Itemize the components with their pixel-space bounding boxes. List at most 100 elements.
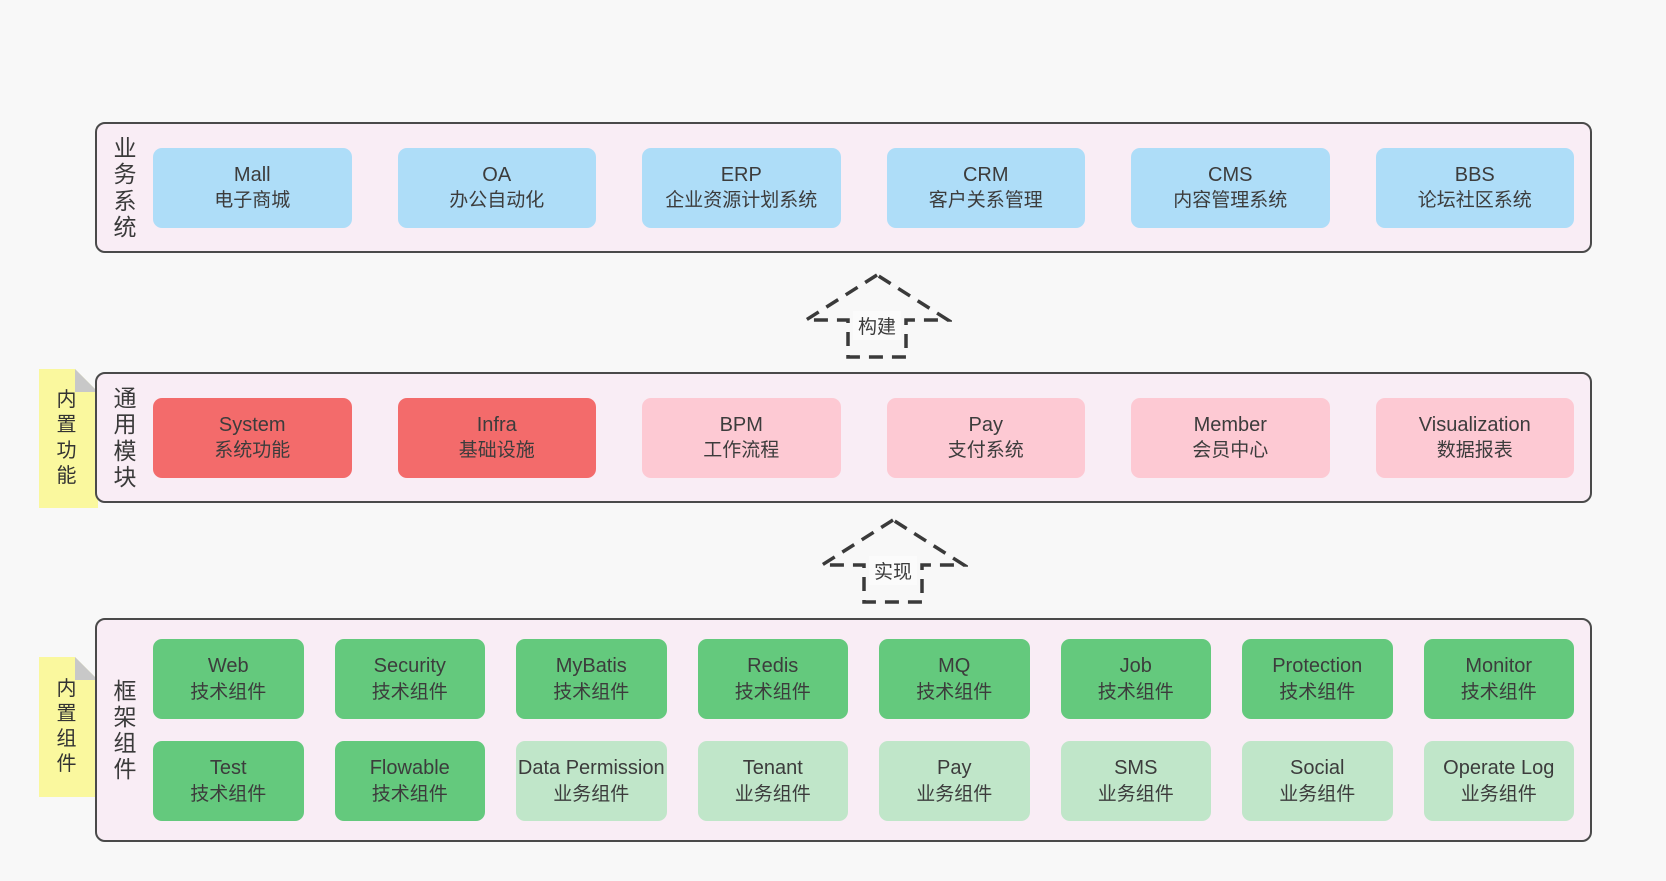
module-box: Job 技术组件: [1060, 639, 1211, 719]
module-desc: 工作流程: [703, 440, 780, 462]
module-box: MyBatis 技术组件: [516, 639, 667, 719]
panel-side-label: 业 务 系 统: [113, 135, 137, 240]
module-box: MQ 技术组件: [879, 639, 1030, 719]
module-box: Infra 基础设施: [397, 397, 596, 478]
module-desc: 技术组件: [734, 681, 811, 703]
panel-business-systems: 业 务 系 统 Mall 电子商城 OA 办公自动化 ERP 企业资源计划系统 …: [95, 122, 1592, 253]
module-desc: 技术组件: [1460, 681, 1537, 703]
module-name: OA: [482, 163, 512, 186]
module-name: Social: [1290, 757, 1345, 780]
module-name: MyBatis: [555, 655, 627, 678]
module-desc: 技术组件: [371, 681, 448, 703]
module-desc: 技术组件: [1097, 681, 1174, 703]
module-name: Tenant: [742, 757, 803, 780]
module-desc: 系统功能: [214, 440, 291, 462]
module-desc: 技术组件: [1279, 681, 1356, 703]
module-desc: 客户关系管理: [928, 190, 1043, 212]
module-name: ERP: [720, 163, 762, 186]
module-box: CRM 客户关系管理: [886, 147, 1085, 228]
sticky-fold-icon: [75, 657, 98, 680]
module-box: Member 会员中心: [1131, 397, 1330, 478]
sticky-tab-label: 内 置 组 件: [56, 677, 77, 776]
module-name: Job: [1119, 655, 1152, 678]
module-name: Mall: [233, 163, 271, 186]
module-name: Data Permission: [517, 757, 665, 780]
module-desc: 会员中心: [1192, 440, 1269, 462]
module-box: Security 技术组件: [334, 639, 485, 719]
sticky-fold-icon: [75, 369, 98, 392]
module-box: Redis 技术组件: [697, 639, 848, 719]
panel-rows: System 系统功能 Infra 基础设施 BPM 工作流程 Pay 支付系统…: [153, 374, 1574, 501]
arrow-label: 实现: [868, 556, 918, 585]
module-desc: 业务组件: [734, 783, 811, 805]
module-box: Pay 支付系统: [886, 397, 1085, 478]
module-box: CMS 内容管理系统: [1131, 147, 1330, 228]
module-desc: 内容管理系统: [1173, 190, 1288, 212]
module-desc: 支付系统: [947, 440, 1024, 462]
module-name: BPM: [719, 413, 763, 436]
module-box: Protection 技术组件: [1242, 639, 1393, 719]
module-box: Operate Log 业务组件: [1423, 741, 1574, 821]
module-box: Mall 电子商城: [153, 147, 352, 228]
module-box: Visualization 数据报表: [1375, 397, 1574, 478]
sticky-tab-builtin-features: 内 置 功 能: [39, 369, 98, 508]
module-box: Test 技术组件: [153, 741, 304, 821]
module-desc: 业务组件: [916, 783, 993, 805]
module-box: ERP 企业资源计划系统: [642, 147, 841, 228]
module-desc: 技术组件: [371, 783, 448, 805]
module-name: Member: [1193, 413, 1267, 436]
module-desc: 业务组件: [1279, 783, 1356, 805]
module-box: BBS 论坛社区系统: [1375, 147, 1574, 228]
box-row: Test 技术组件 Flowable 技术组件 Data Permission …: [153, 741, 1574, 821]
sticky-tab-builtin-components: 内 置 组 件: [39, 657, 98, 797]
panel-side-label: 框 架 组 件: [113, 677, 137, 783]
module-box: Tenant 业务组件: [697, 741, 848, 821]
module-desc: 业务组件: [553, 783, 630, 805]
arrow-up-build: 构建: [802, 272, 952, 360]
panel-rows: Web 技术组件 Security 技术组件 MyBatis 技术组件 Redi…: [153, 620, 1574, 840]
module-desc: 业务组件: [1460, 783, 1537, 805]
module-desc: 技术组件: [916, 681, 993, 703]
module-box: Monitor 技术组件: [1423, 639, 1574, 719]
module-desc: 企业资源计划系统: [665, 190, 818, 212]
module-box: Pay 业务组件: [879, 741, 1030, 821]
module-desc: 办公自动化: [449, 190, 545, 212]
module-desc: 数据报表: [1436, 440, 1513, 462]
module-name: CRM: [962, 163, 1009, 186]
module-box: Flowable 技术组件: [334, 741, 485, 821]
box-row: Web 技术组件 Security 技术组件 MyBatis 技术组件 Redi…: [153, 639, 1574, 719]
module-name: Pay: [937, 757, 972, 780]
module-name: Web: [207, 655, 249, 678]
module-name: System: [218, 413, 286, 436]
panel-rows: Mall 电子商城 OA 办公自动化 ERP 企业资源计划系统 CRM 客户关系…: [153, 124, 1574, 251]
panel-side-label: 通 用 模 块: [113, 385, 137, 490]
sticky-tab-label: 内 置 功 能: [56, 389, 77, 487]
module-box: Web 技术组件: [153, 639, 304, 719]
module-box: SMS 业务组件: [1060, 741, 1211, 821]
module-name: Pay: [968, 413, 1003, 436]
panel-common-modules: 通 用 模 块 System 系统功能 Infra 基础设施 BPM 工作流程 …: [95, 372, 1592, 503]
module-name: Operate Log: [1443, 757, 1555, 780]
module-box: Data Permission 业务组件: [516, 741, 667, 821]
module-box: BPM 工作流程: [642, 397, 841, 478]
module-name: Redis: [747, 655, 799, 678]
module-box: OA 办公自动化: [397, 147, 596, 228]
module-name: CMS: [1208, 163, 1253, 186]
module-name: Flowable: [369, 757, 450, 780]
module-name: Security: [373, 655, 446, 678]
module-name: Test: [209, 757, 247, 780]
module-desc: 技术组件: [190, 681, 267, 703]
module-box: System 系统功能: [153, 397, 352, 478]
module-name: MQ: [938, 655, 971, 678]
module-desc: 基础设施: [458, 440, 535, 462]
module-name: Infra: [476, 413, 517, 436]
module-name: Monitor: [1465, 655, 1533, 678]
module-desc: 业务组件: [1097, 783, 1174, 805]
box-row: Mall 电子商城 OA 办公自动化 ERP 企业资源计划系统 CRM 客户关系…: [153, 147, 1574, 228]
box-row: System 系统功能 Infra 基础设施 BPM 工作流程 Pay 支付系统…: [153, 397, 1574, 478]
module-desc: 论坛社区系统: [1417, 190, 1532, 212]
arrow-up-implement: 实现: [818, 517, 968, 605]
module-box: Social 业务组件: [1242, 741, 1393, 821]
module-name: Protection: [1272, 655, 1363, 678]
